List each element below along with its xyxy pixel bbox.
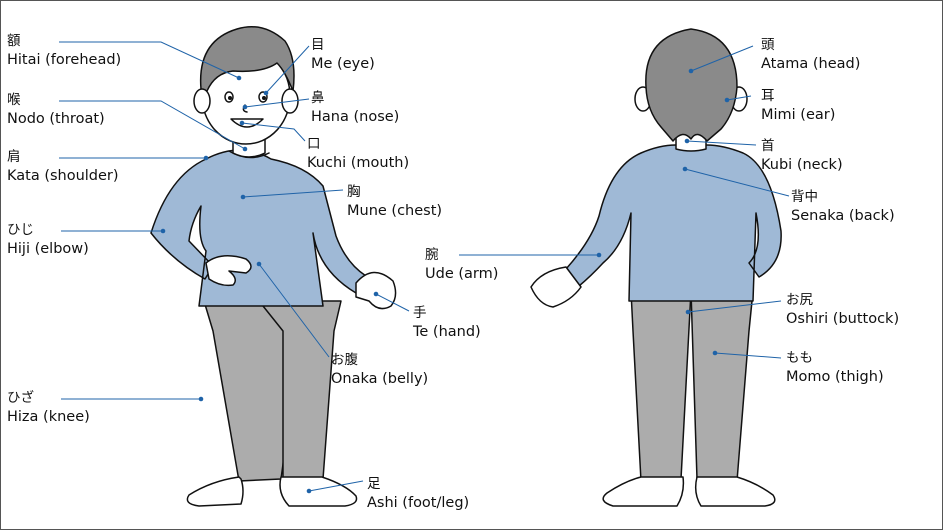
label-momo-en: Momo (thigh) (786, 368, 884, 387)
label-onaka-jp: お腹 (331, 351, 428, 370)
label-nodo-jp: 喉 (7, 91, 105, 110)
front-shoe-right (280, 477, 357, 506)
label-ude: 腕 Ude (arm) (425, 246, 498, 284)
label-hiza-en: Hiza (knee) (7, 408, 90, 427)
label-te: 手 Te (hand) (413, 304, 481, 342)
label-mune-jp: 胸 (347, 183, 442, 202)
label-senaka: 背中 Senaka (back) (791, 188, 895, 226)
label-senaka-jp: 背中 (791, 188, 895, 207)
front-ear-left (194, 89, 210, 113)
label-senaka-en: Senaka (back) (791, 207, 895, 226)
label-kata-jp: 肩 (7, 148, 119, 167)
label-hana: 鼻 Hana (nose) (311, 89, 399, 127)
back-pants-left (631, 291, 691, 481)
back-shirt (566, 145, 781, 301)
label-hitai-jp: 額 (7, 32, 121, 51)
label-hiji: ひじ Hiji (elbow) (7, 221, 89, 259)
label-mune: 胸 Mune (chest) (347, 183, 442, 221)
label-hiza-jp: ひざ (7, 389, 90, 408)
label-kuchi: 口 Kuchi (mouth) (307, 135, 409, 173)
label-kata: 肩 Kata (shoulder) (7, 148, 119, 186)
label-kuchi-jp: 口 (307, 135, 409, 154)
label-hiji-en: Hiji (elbow) (7, 240, 89, 259)
label-atama: 頭 Atama (head) (761, 36, 860, 74)
label-ashi-en: Ashi (foot/leg) (367, 494, 469, 513)
label-oshiri-jp: お尻 (786, 291, 899, 310)
front-shoe-left (187, 477, 243, 506)
label-mimi-en: Mimi (ear) (761, 106, 835, 125)
label-oshiri-en: Oshiri (buttock) (786, 310, 899, 329)
label-kubi-jp: 首 (761, 137, 843, 156)
label-mimi-jp: 耳 (761, 87, 835, 106)
label-te-jp: 手 (413, 304, 481, 323)
front-right-hand (356, 272, 396, 308)
label-hiji-jp: ひじ (7, 221, 89, 240)
back-shoe-right (696, 477, 775, 506)
label-ashi-jp: 足 (367, 475, 469, 494)
label-me: 目 Me (eye) (311, 36, 375, 74)
label-kuchi-en: Kuchi (mouth) (307, 154, 409, 173)
label-kata-en: Kata (shoulder) (7, 167, 119, 186)
label-momo-jp: もも (786, 349, 884, 368)
label-atama-en: Atama (head) (761, 55, 860, 74)
label-ude-jp: 腕 (425, 246, 498, 265)
back-shoe-left (603, 477, 683, 506)
back-figure (531, 29, 781, 506)
label-onaka: お腹 Onaka (belly) (331, 351, 428, 389)
front-shirt (151, 150, 366, 306)
label-ashi: 足 Ashi (foot/leg) (367, 475, 469, 513)
back-head-hair (646, 29, 737, 141)
label-hiza: ひざ Hiza (knee) (7, 389, 90, 427)
label-momo: もも Momo (thigh) (786, 349, 884, 387)
label-ude-en: Ude (arm) (425, 265, 498, 284)
label-hana-jp: 鼻 (311, 89, 399, 108)
label-nodo: 喉 Nodo (throat) (7, 91, 105, 129)
label-hitai-en: Hitai (forehead) (7, 51, 121, 70)
label-hitai: 額 Hitai (forehead) (7, 32, 121, 70)
label-kubi: 首 Kubi (neck) (761, 137, 843, 175)
back-pants-right (691, 291, 753, 481)
label-atama-jp: 頭 (761, 36, 860, 55)
label-onaka-en: Onaka (belly) (331, 370, 428, 389)
label-mune-en: Mune (chest) (347, 202, 442, 221)
label-mimi: 耳 Mimi (ear) (761, 87, 835, 125)
label-kubi-en: Kubi (neck) (761, 156, 843, 175)
label-nodo-en: Nodo (throat) (7, 110, 105, 129)
label-hana-en: Hana (nose) (311, 108, 399, 127)
label-me-en: Me (eye) (311, 55, 375, 74)
label-me-jp: 目 (311, 36, 375, 55)
label-te-en: Te (hand) (413, 323, 481, 342)
label-oshiri: お尻 Oshiri (buttock) (786, 291, 899, 329)
